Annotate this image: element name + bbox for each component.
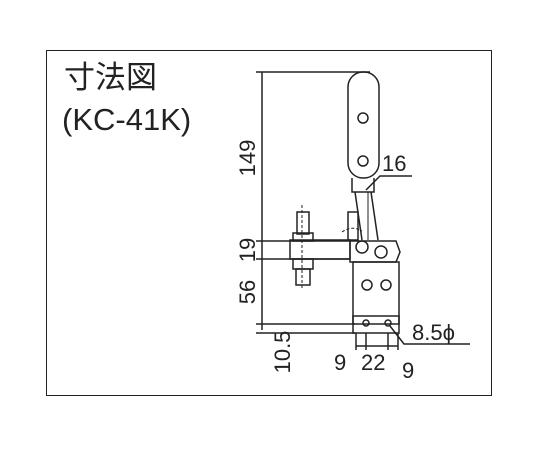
handle-neck: [351, 178, 375, 193]
body-hole-2: [380, 279, 392, 291]
spindle-nut-lower: [292, 258, 314, 270]
dimension-9-right: 9: [402, 358, 414, 383]
dimension-56: 56: [235, 280, 260, 304]
drawing-title: 寸法図: [64, 60, 157, 95]
leader-16: [365, 175, 412, 191]
link-plate: [349, 240, 401, 263]
hidden-line-arc: [341, 227, 363, 233]
handle-arm-right: [370, 191, 379, 241]
dimension-22: 22: [361, 350, 385, 375]
link-upper: [347, 211, 359, 241]
mounting-hole-right: [384, 319, 392, 327]
dimension-19: 19: [235, 238, 260, 262]
dimension-9-left: 9: [334, 350, 346, 375]
spindle-nut-upper: [292, 232, 314, 242]
base-plate: [352, 315, 400, 334]
mounting-hole-left: [362, 319, 370, 327]
dimension-149: 149: [235, 140, 260, 177]
drawing-frame: [46, 50, 492, 396]
pivot-pin-1: [355, 240, 369, 254]
spindle-bolt-top: [296, 211, 310, 235]
dimension-hole-diameter: 8.5ϕ: [412, 320, 455, 345]
dimension-10-5: 10.5: [270, 331, 295, 374]
handle-hole-lower: [357, 155, 369, 167]
spindle-tip: [295, 268, 311, 286]
model-number: (KC-41K): [62, 102, 192, 137]
clamp-bar: [289, 239, 351, 260]
dimension-16: 16: [382, 151, 406, 176]
leader-hole: [389, 325, 470, 345]
handle-grip: [347, 71, 380, 179]
clamp-body: [352, 261, 400, 325]
handle-hole-upper: [357, 112, 369, 124]
pivot-pin-2: [374, 245, 388, 259]
body-hole-1: [361, 279, 373, 291]
